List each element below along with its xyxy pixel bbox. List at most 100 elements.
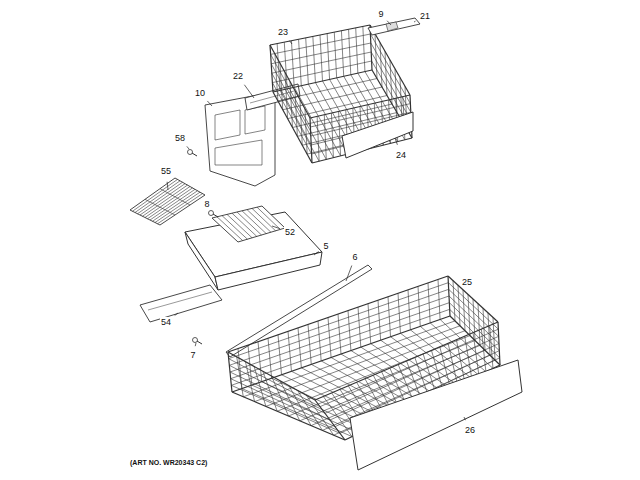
wire xyxy=(150,189,195,220)
wire xyxy=(231,385,340,433)
wire xyxy=(140,184,185,215)
screw-shank xyxy=(197,341,202,344)
callout-number: 7 xyxy=(189,350,196,360)
wire xyxy=(155,192,200,222)
wire xyxy=(449,296,499,344)
wire xyxy=(153,191,198,222)
leader-line xyxy=(175,313,178,316)
wire xyxy=(143,185,188,216)
wire xyxy=(390,60,392,104)
wire xyxy=(299,39,302,85)
leader-line xyxy=(414,21,416,23)
wire xyxy=(272,83,311,154)
leader-line xyxy=(187,146,189,149)
wire xyxy=(341,31,343,77)
basket-rim xyxy=(448,276,450,316)
screw xyxy=(209,211,214,216)
wire xyxy=(288,96,387,119)
callout-number: 58 xyxy=(174,133,186,143)
wire xyxy=(133,179,178,211)
callout-number: 52 xyxy=(284,227,296,237)
wire xyxy=(227,214,252,237)
drawer-rail xyxy=(140,285,222,322)
leader-line xyxy=(272,226,280,229)
basket-rim xyxy=(273,92,312,163)
pan-front xyxy=(215,252,322,290)
basket-rim xyxy=(228,352,315,400)
wire xyxy=(231,303,450,379)
basket-rim xyxy=(448,276,498,322)
basket-rim xyxy=(450,316,500,365)
screw xyxy=(193,338,198,343)
grille xyxy=(130,178,205,225)
wire xyxy=(148,188,193,219)
wire xyxy=(363,26,365,71)
leader-line xyxy=(244,85,254,98)
wire xyxy=(356,28,358,73)
leader-line xyxy=(395,138,397,145)
callout-number: 55 xyxy=(160,166,172,176)
callout-number: 6 xyxy=(351,252,358,262)
leader-line xyxy=(387,21,391,25)
wire xyxy=(257,207,280,229)
screw-shank xyxy=(192,153,197,156)
wire xyxy=(291,41,294,88)
wire xyxy=(324,115,326,160)
wire xyxy=(449,289,499,336)
wire xyxy=(242,211,266,234)
callout-number: 5 xyxy=(322,241,329,251)
wire xyxy=(247,210,271,233)
wire xyxy=(327,34,329,80)
wire xyxy=(285,72,288,118)
basket-rim xyxy=(270,25,370,45)
pan-cover xyxy=(212,206,285,242)
wire xyxy=(305,109,307,154)
screw-shank xyxy=(213,214,218,217)
callout-number: 24 xyxy=(395,150,407,160)
wire xyxy=(380,43,382,88)
callout-number: 23 xyxy=(277,27,289,37)
wire xyxy=(271,34,371,54)
bracket-panel xyxy=(205,95,275,186)
callout-number: 25 xyxy=(461,277,473,287)
leader-line xyxy=(289,41,292,44)
callout-number: 9 xyxy=(377,9,384,19)
wire xyxy=(232,213,257,236)
basket-rim xyxy=(370,25,410,95)
basket-rim xyxy=(270,45,310,118)
callout-number: 21 xyxy=(419,11,431,21)
leader-line xyxy=(314,251,319,255)
wire xyxy=(138,182,183,214)
leader-line xyxy=(464,417,465,420)
leader-line xyxy=(346,266,352,281)
bracket-detail xyxy=(215,110,240,140)
wire xyxy=(375,34,377,79)
leader-line xyxy=(167,182,169,190)
wire xyxy=(313,36,316,82)
wire xyxy=(222,216,247,240)
basket-rail xyxy=(368,18,420,35)
wire xyxy=(300,100,302,146)
wire xyxy=(320,35,323,81)
callout-number: 54 xyxy=(160,317,172,327)
wire xyxy=(385,51,387,95)
wire xyxy=(231,379,335,427)
wire xyxy=(158,194,203,224)
wire xyxy=(331,113,333,158)
wire xyxy=(334,32,336,78)
wire xyxy=(272,61,371,83)
callout-number: 26 xyxy=(464,425,476,435)
art-number-caption: (ART NO. WR20343 C2) xyxy=(130,458,207,467)
basket-front-panel xyxy=(350,360,522,470)
basket-rim xyxy=(232,392,345,440)
basket-rim xyxy=(310,118,312,163)
wire xyxy=(252,208,276,230)
wire xyxy=(275,54,278,101)
wire xyxy=(237,212,262,235)
wire xyxy=(280,63,283,110)
leader-line xyxy=(207,101,212,106)
basket-rim xyxy=(232,316,450,392)
